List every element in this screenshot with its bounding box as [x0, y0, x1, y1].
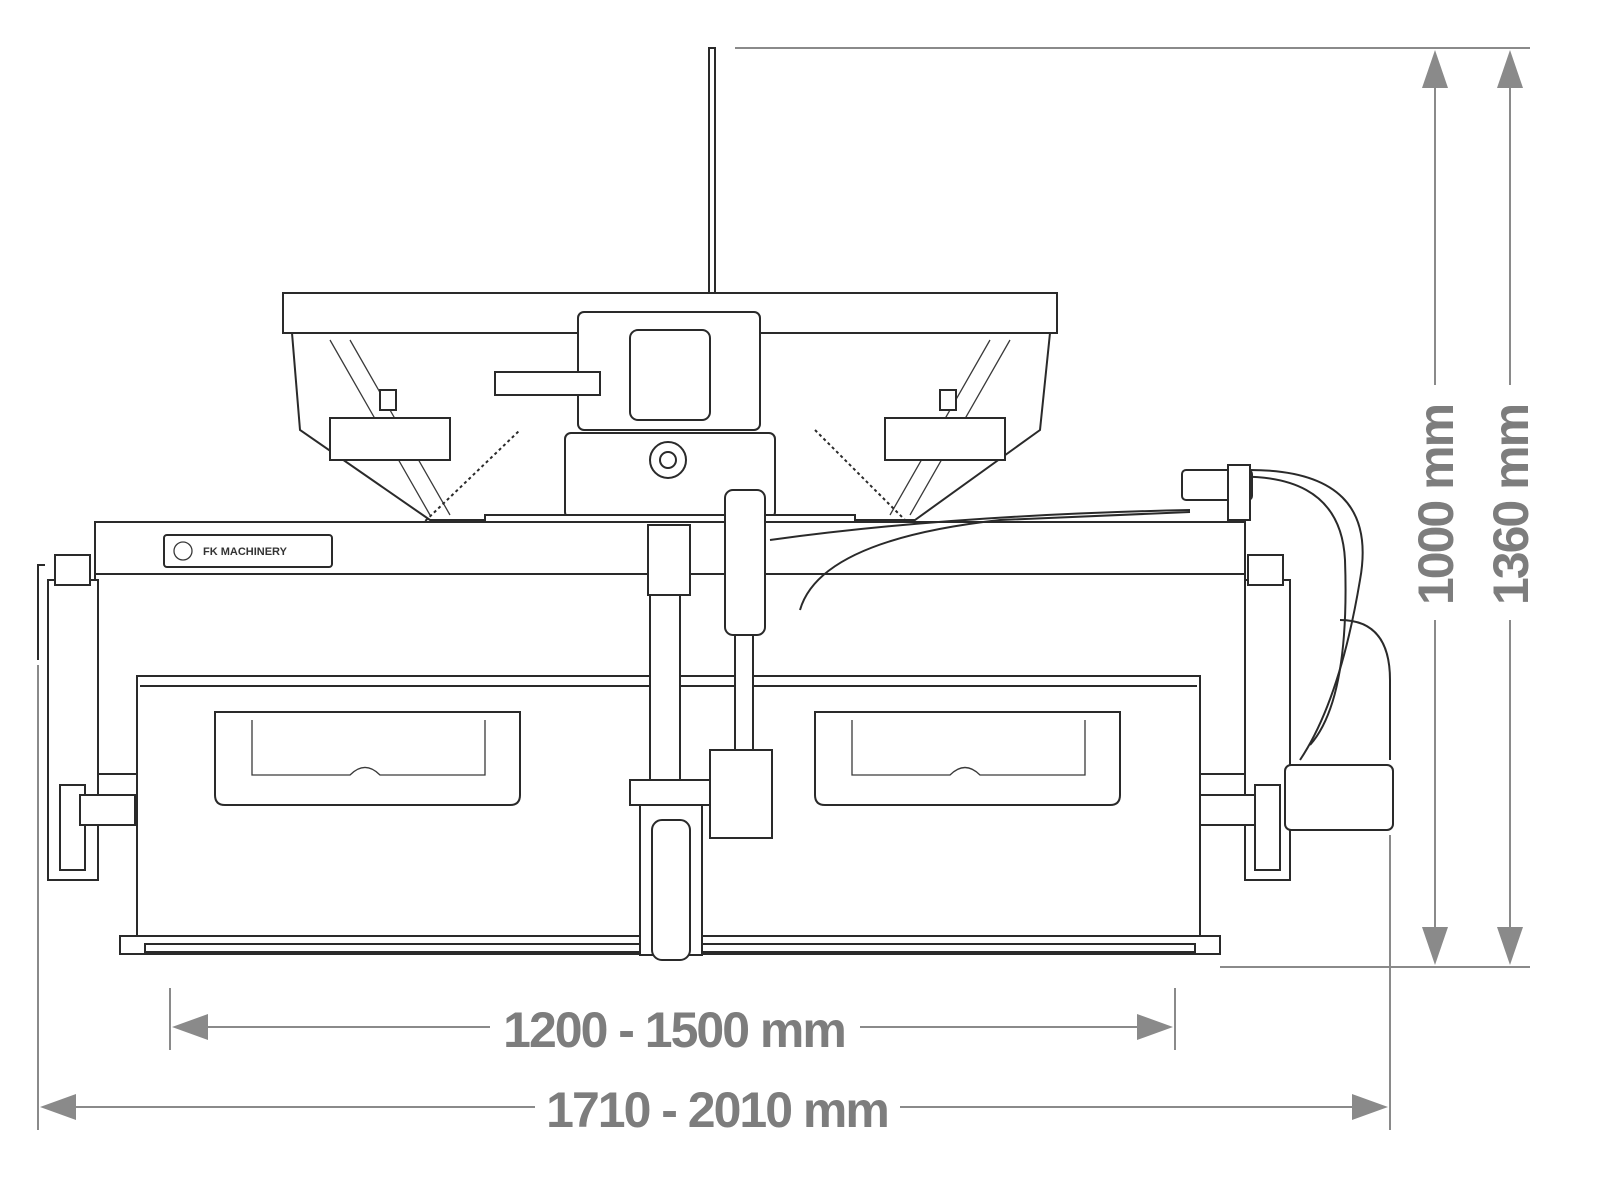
marker-rod	[708, 47, 716, 314]
center-mount	[484, 311, 856, 526]
dimension-lines	[37, 47, 1530, 1130]
hydraulic-hoses	[769, 464, 1391, 761]
working-width-label: 1200 - 1500 mm	[503, 1002, 845, 1058]
hydraulic-cylinder	[709, 489, 773, 839]
total-width-label: 1710 - 2010 mm	[546, 1082, 888, 1138]
right-side-bracket	[1199, 554, 1394, 881]
brand-logo: FK MACHINERY	[203, 546, 288, 558]
total-height-label: 1360 mm	[1483, 405, 1539, 605]
springs	[394, 429, 936, 551]
left-side-bracket	[37, 554, 136, 881]
body-height-label: 1000 mm	[1408, 405, 1464, 605]
support-wheel	[629, 524, 711, 961]
